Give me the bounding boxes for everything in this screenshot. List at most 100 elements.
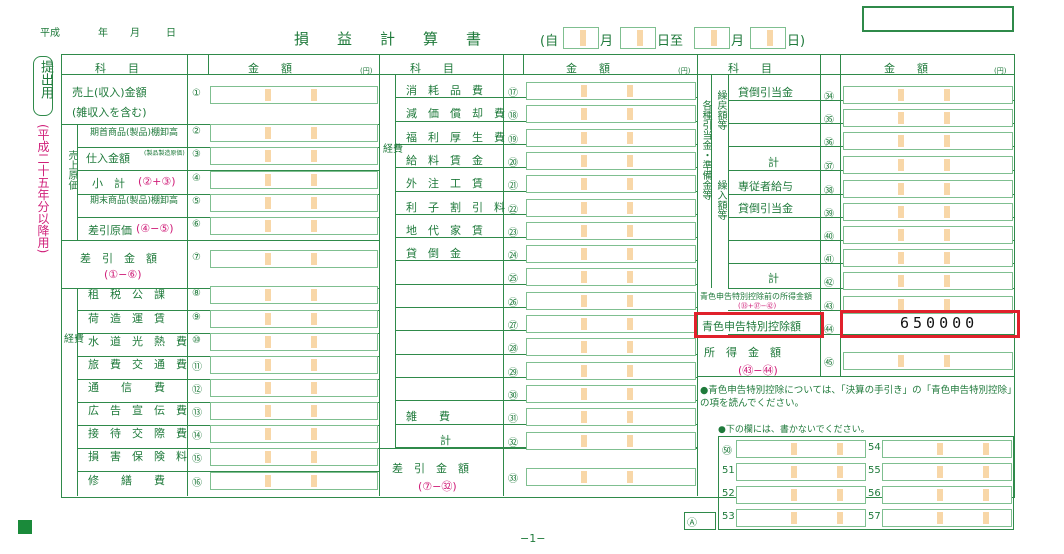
amount-input-18[interactable] <box>526 105 696 124</box>
office-input-right-3[interactable] <box>882 486 1012 504</box>
amount-input-43[interactable] <box>843 296 1013 314</box>
period-day2-input[interactable] <box>750 27 786 49</box>
amount-input-34[interactable] <box>843 86 1013 104</box>
blue-deduction-value[interactable]: 650000 <box>900 314 979 332</box>
row-number-40: ㊵ <box>824 232 834 243</box>
col2-label-24: 貸 倒 金 <box>406 247 461 261</box>
row-number-6: ⑥ <box>192 219 201 230</box>
amount-input-41[interactable] <box>843 249 1013 267</box>
row-number-38: ㊳ <box>824 186 834 197</box>
amount-input-45[interactable] <box>843 352 1013 370</box>
cogs-label: 差引原価 <box>88 224 132 237</box>
office-code-4: 53 <box>722 511 735 522</box>
id-number-box[interactable] <box>862 6 1014 32</box>
gross-label: 差 引 金 額 <box>80 252 157 265</box>
amount-input-16[interactable] <box>210 472 378 490</box>
amount-input-14[interactable] <box>210 425 378 443</box>
row-number-17: ⑰ <box>508 88 518 99</box>
amount-input-29[interactable] <box>526 361 696 380</box>
amount-input-31[interactable] <box>526 408 696 427</box>
row-number-3: ③ <box>192 149 201 160</box>
row-number-5: ⑤ <box>192 196 201 207</box>
amount-input-1[interactable] <box>210 86 378 104</box>
period-month1-input[interactable] <box>563 27 599 49</box>
amount-input-32[interactable] <box>526 431 696 450</box>
amount-input-6[interactable] <box>210 217 378 235</box>
reserve-group-label: 各種引当金・準備金等 <box>700 100 711 200</box>
page-title: 損益計算書 <box>294 30 510 48</box>
amount-input-20[interactable] <box>526 151 696 170</box>
blue-deduction-highlight <box>694 312 824 338</box>
row-number-35: ㉟ <box>824 115 834 126</box>
col2-label-17: 消 耗 品 費 <box>406 84 483 97</box>
amount-input-30[interactable] <box>526 384 696 403</box>
row-number-25: ㉕ <box>508 274 518 286</box>
office-input-left-4[interactable] <box>736 509 866 527</box>
amount-input-8[interactable] <box>210 286 378 304</box>
amount-input-38[interactable] <box>843 180 1013 198</box>
col2-kamoku-header: 科 目 <box>410 62 454 75</box>
amount-input-11[interactable] <box>210 356 378 374</box>
row-number-39: ㊴ <box>824 209 834 220</box>
row-number-21: ㉑ <box>508 181 518 193</box>
period-month2-input[interactable] <box>694 27 730 49</box>
row-number-29: ㉙ <box>508 367 518 379</box>
col2-group-label: 経費 <box>383 144 403 155</box>
office-input-left-1[interactable] <box>736 440 866 458</box>
office-input-right-4[interactable] <box>882 509 1012 527</box>
office-code-6: 55 <box>868 465 881 476</box>
amount-input-23[interactable] <box>526 221 696 240</box>
row-number-44: ㊹ <box>824 325 834 336</box>
amount-input-27[interactable] <box>526 315 696 333</box>
page-number: −1− <box>520 532 546 545</box>
amount-input-25[interactable] <box>526 268 696 287</box>
expense-label-9: 荷 造 運 賃 <box>88 312 165 325</box>
office-input-left-2[interactable] <box>736 463 866 481</box>
amount-input-9[interactable] <box>210 310 378 328</box>
row-number-16: ⑯ <box>192 478 202 489</box>
amount-input-5[interactable] <box>210 194 378 212</box>
subtotal-label: 小 計 <box>92 177 125 190</box>
amount-input-10[interactable] <box>210 333 378 351</box>
amount-input-33[interactable] <box>526 468 696 486</box>
amount-input-12[interactable] <box>210 379 378 397</box>
amount-input-19[interactable] <box>526 128 696 147</box>
period-month2-label: 月 <box>731 34 745 49</box>
amount-input-35[interactable] <box>843 109 1013 127</box>
office-input-right-2[interactable] <box>882 463 1012 481</box>
row-number-26: ㉖ <box>508 297 518 309</box>
amount-input-36[interactable] <box>843 132 1013 150</box>
office-code-3: 52 <box>722 488 735 499</box>
income-formula: (㊸−㊹) <box>738 364 778 377</box>
office-input-left-3[interactable] <box>736 486 866 504</box>
amount-input-42[interactable] <box>843 272 1013 290</box>
office-input-right-1[interactable] <box>882 440 1012 458</box>
amount-input-37[interactable] <box>843 156 1013 174</box>
amount-input-15[interactable] <box>210 448 378 466</box>
amount-input-2[interactable] <box>210 124 378 142</box>
period-day1-input[interactable] <box>620 27 656 49</box>
submit-label: 提出用 <box>38 60 53 99</box>
amount-input-17[interactable] <box>526 82 696 100</box>
row-number-42: ㊷ <box>824 278 834 289</box>
amount-input-28[interactable] <box>526 338 696 357</box>
row-number-18: ⑱ <box>508 111 518 123</box>
amount-input-24[interactable] <box>526 245 696 264</box>
amount-input-7[interactable] <box>210 250 378 268</box>
provision-total-label: 計 <box>768 272 779 285</box>
pre-income-formula: (㉝+㊲−㊷) <box>738 302 777 310</box>
amount-input-21[interactable] <box>526 175 696 194</box>
amount-input-40[interactable] <box>843 226 1013 244</box>
blue-deduction-label: 青色申告特別控除額 <box>702 320 801 333</box>
amount-input-4[interactable] <box>210 171 378 189</box>
amount-input-13[interactable] <box>210 402 378 420</box>
date-year: 年 <box>98 28 108 39</box>
row-number-22: ㉒ <box>508 204 518 216</box>
amount-input-39[interactable] <box>843 203 1013 221</box>
amount-input-22[interactable] <box>526 198 696 217</box>
date-era: 平成 <box>40 28 60 39</box>
amount-input-26[interactable] <box>526 291 696 310</box>
col2-label-18: 減 価 償 却 費 <box>406 107 505 121</box>
row-number-36: ㊱ <box>824 138 834 149</box>
amount-input-3[interactable] <box>210 147 378 165</box>
